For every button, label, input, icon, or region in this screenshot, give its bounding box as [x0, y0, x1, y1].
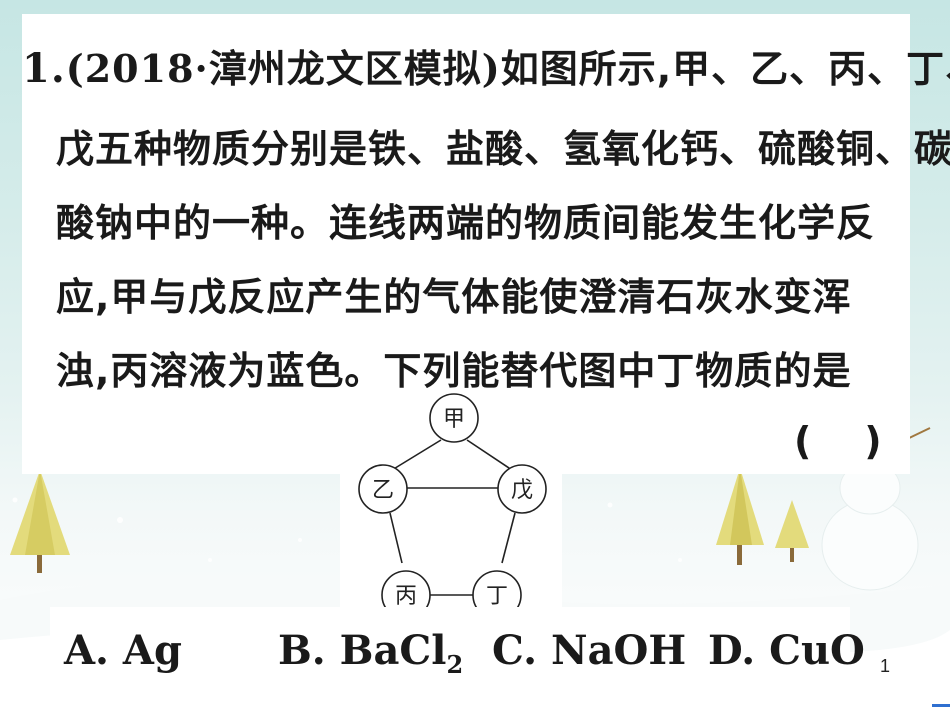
diagram-edges — [389, 439, 516, 596]
tree-icon — [716, 468, 764, 565]
option-b[interactable]: B. BaCl2 — [278, 627, 463, 679]
question-line-4: 应,甲与戊反应产生的气体能使澄清石灰水变浑 — [56, 275, 852, 319]
question-source: (2018·漳州龙文区模拟) — [65, 46, 501, 91]
tree-icon — [775, 500, 809, 562]
option-text: Ag — [122, 627, 182, 674]
node-label-ding: 丁 — [486, 584, 508, 609]
question-text: 如图所示,甲、乙、丙、丁、 — [500, 47, 950, 91]
option-c[interactable]: C. NaOH — [492, 627, 686, 674]
node-label-jia: 甲 — [443, 407, 465, 432]
option-a[interactable]: A. Ag — [64, 627, 182, 674]
question-line-3: 酸钠中的一种。连线两端的物质间能发生化学反 — [56, 201, 876, 245]
edge-yi-bing — [389, 512, 403, 564]
reaction-diagram: 甲 乙 戊 丙 丁 — [340, 388, 562, 650]
node-yi — [358, 464, 408, 514]
node-wu — [497, 464, 547, 514]
edge-jia-yi — [391, 439, 442, 471]
option-text: BaCl — [339, 627, 447, 674]
option-subscript: 2 — [446, 650, 464, 679]
question-number: 1. — [22, 45, 66, 92]
option-d[interactable]: D. CuO — [708, 627, 865, 674]
option-letter: D. — [708, 627, 756, 674]
node-label-yi: 乙 — [372, 478, 394, 503]
question-panel: 1.(2018·漳州龙文区模拟)如图所示,甲、乙、丙、丁、 戊五种物质分别是铁、… — [22, 14, 950, 474]
snowman-icon — [821, 427, 931, 591]
question-line-2: 戊五种物质分别是铁、盐酸、氢氧化钙、硫酸铜、碳 — [56, 127, 950, 171]
tree-icon — [10, 470, 70, 573]
answer-blank[interactable]: ( ) — [794, 419, 882, 463]
node-label-bing: 丙 — [395, 584, 417, 609]
snowflakes — [12, 497, 682, 562]
node-label-wu: 戊 — [511, 478, 533, 503]
question-line-1: 1.(2018·漳州龙文区模拟)如图所示,甲、乙、丙、丁、 — [22, 38, 950, 93]
corner-mark — [932, 704, 950, 707]
edge-wu-ding — [501, 512, 516, 564]
question-line-5: 浊,丙溶液为蓝色。下列能替代图中丁物质的是 — [56, 349, 852, 393]
options-panel: A. Ag B. BaCl2 C. NaOH D. CuO — [50, 607, 865, 699]
option-letter: C. — [492, 627, 538, 674]
option-letter: B. — [278, 627, 326, 674]
edge-jia-wu — [466, 439, 513, 471]
option-text: NaOH — [551, 627, 687, 674]
option-text: CuO — [769, 627, 865, 674]
option-letter: A. — [64, 627, 109, 674]
node-jia — [429, 393, 479, 443]
page-number: 1 — [880, 656, 891, 676]
